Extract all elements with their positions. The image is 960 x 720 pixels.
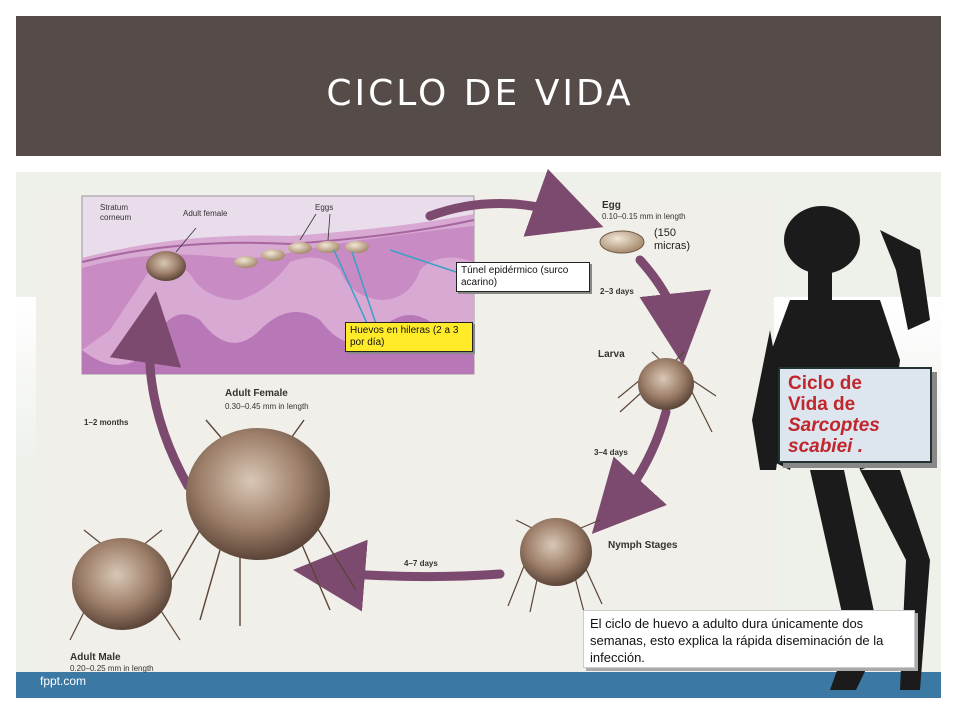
arrow-to-skin: [109, 291, 193, 491]
slide-title: CICLO DE VIDA: [326, 73, 634, 114]
adult-male-icon: [69, 529, 181, 641]
label-adult-female: Adult Female: [225, 388, 288, 399]
egg-icon: [261, 249, 285, 261]
header-bar: [16, 16, 941, 156]
label-adult-female-size: 0.30–0.45 mm in length: [225, 402, 309, 411]
species-line-2: Vida de: [788, 394, 856, 415]
species-genus: Sarcoptes: [788, 415, 880, 436]
mite-icon: [146, 251, 186, 281]
species-line-1: Ciclo de: [788, 373, 862, 394]
callout-tunnel: Túnel epidérmico (surco acarino): [456, 262, 590, 292]
label-eggs: Eggs: [315, 203, 334, 212]
bottom-note: El ciclo de huevo a adulto dura únicamen…: [583, 610, 915, 668]
label-nymph: Nymph Stages: [608, 540, 678, 551]
egg-icon: [316, 241, 340, 253]
nymph-icon: [507, 518, 603, 613]
label-adult-male: Adult Male: [70, 652, 121, 663]
arrow-to-larva: [635, 255, 712, 365]
egg-icon: [288, 242, 312, 254]
species-name: scabiei .: [788, 436, 863, 457]
label-adult-female-small: Adult female: [183, 209, 228, 218]
arrow-to-egg: [425, 168, 604, 237]
label-stratum-corneum: Stratum corneum: [100, 203, 132, 222]
label-larva: Larva: [598, 349, 625, 360]
arrow-to-nymph: [591, 407, 671, 534]
label-egg-note: (150 micras): [654, 227, 691, 252]
duration-egg-larva: 2–3 days: [600, 287, 634, 296]
callout-eggs-rows: Huevos en hileras (2 a 3 por día): [345, 322, 473, 352]
adult-female-icon: [159, 419, 357, 626]
label-egg: Egg: [602, 200, 621, 211]
footer-brand: fppt.com: [40, 674, 87, 688]
larva-icon: [617, 351, 717, 433]
duration-larva-nymph: 3–4 days: [594, 448, 628, 457]
egg-icon: [345, 241, 369, 253]
egg-stage-icon: [599, 230, 645, 254]
cycle-arrows: [109, 168, 712, 612]
label-egg-size: 0.10–0.15 mm in length: [602, 212, 686, 221]
species-box: Ciclo de Vida de Sarcoptes scabiei .: [778, 367, 932, 463]
duration-adult-lifespan: 1–2 months: [84, 418, 129, 427]
arrow-to-adult: [293, 539, 505, 612]
label-adult-male-size: 0.20–0.25 mm in length: [70, 664, 154, 673]
bottom-band: [16, 672, 941, 698]
duration-nymph-adult: 4–7 days: [404, 559, 438, 568]
egg-icon: [234, 256, 258, 268]
